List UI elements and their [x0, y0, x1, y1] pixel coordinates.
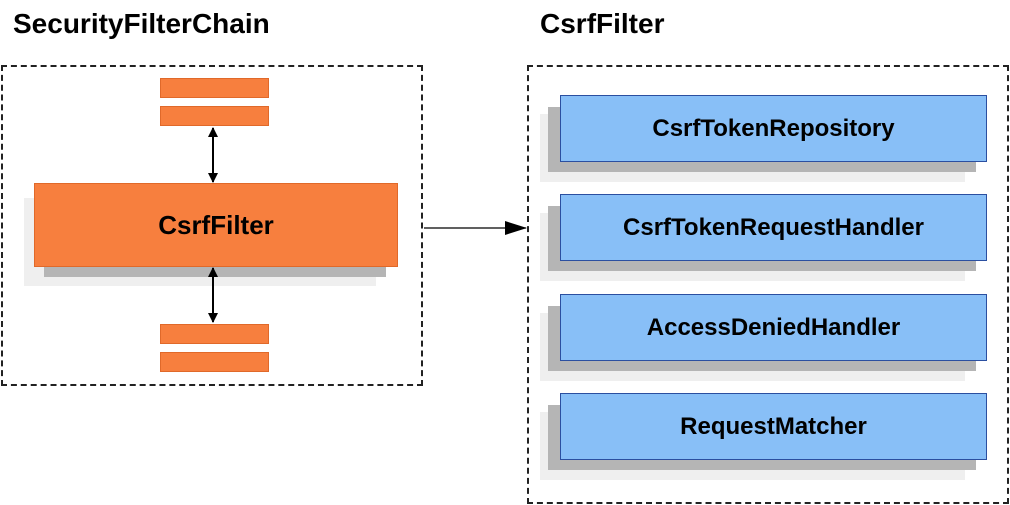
- component-box-1: CsrfTokenRepository: [560, 95, 987, 162]
- security-filter-chain-title: SecurityFilterChain: [13, 8, 270, 39]
- csrf-filter-box: CsrfFilter: [34, 183, 398, 267]
- security-filter-chain-frame: [1, 65, 423, 386]
- csrf-filter-label: CsrfFilter: [158, 209, 274, 240]
- filter-after-2: [160, 352, 269, 372]
- component-box-2: CsrfTokenRequestHandler: [560, 194, 987, 261]
- component-label: RequestMatcher: [680, 412, 867, 440]
- filter-after-1: [160, 324, 269, 344]
- filter-before-1: [160, 78, 269, 98]
- csrf-filter-title: CsrfFilter: [540, 8, 665, 39]
- component-label: AccessDeniedHandler: [646, 313, 901, 341]
- filter-before-2: [160, 106, 269, 126]
- component-box-4: RequestMatcher: [560, 393, 987, 460]
- csrf-filter-frame: [527, 65, 1009, 504]
- component-label: CsrfTokenRepository: [652, 114, 895, 142]
- component-label: CsrfTokenRequestHandler: [623, 213, 924, 241]
- component-box-3: AccessDeniedHandler: [560, 294, 987, 361]
